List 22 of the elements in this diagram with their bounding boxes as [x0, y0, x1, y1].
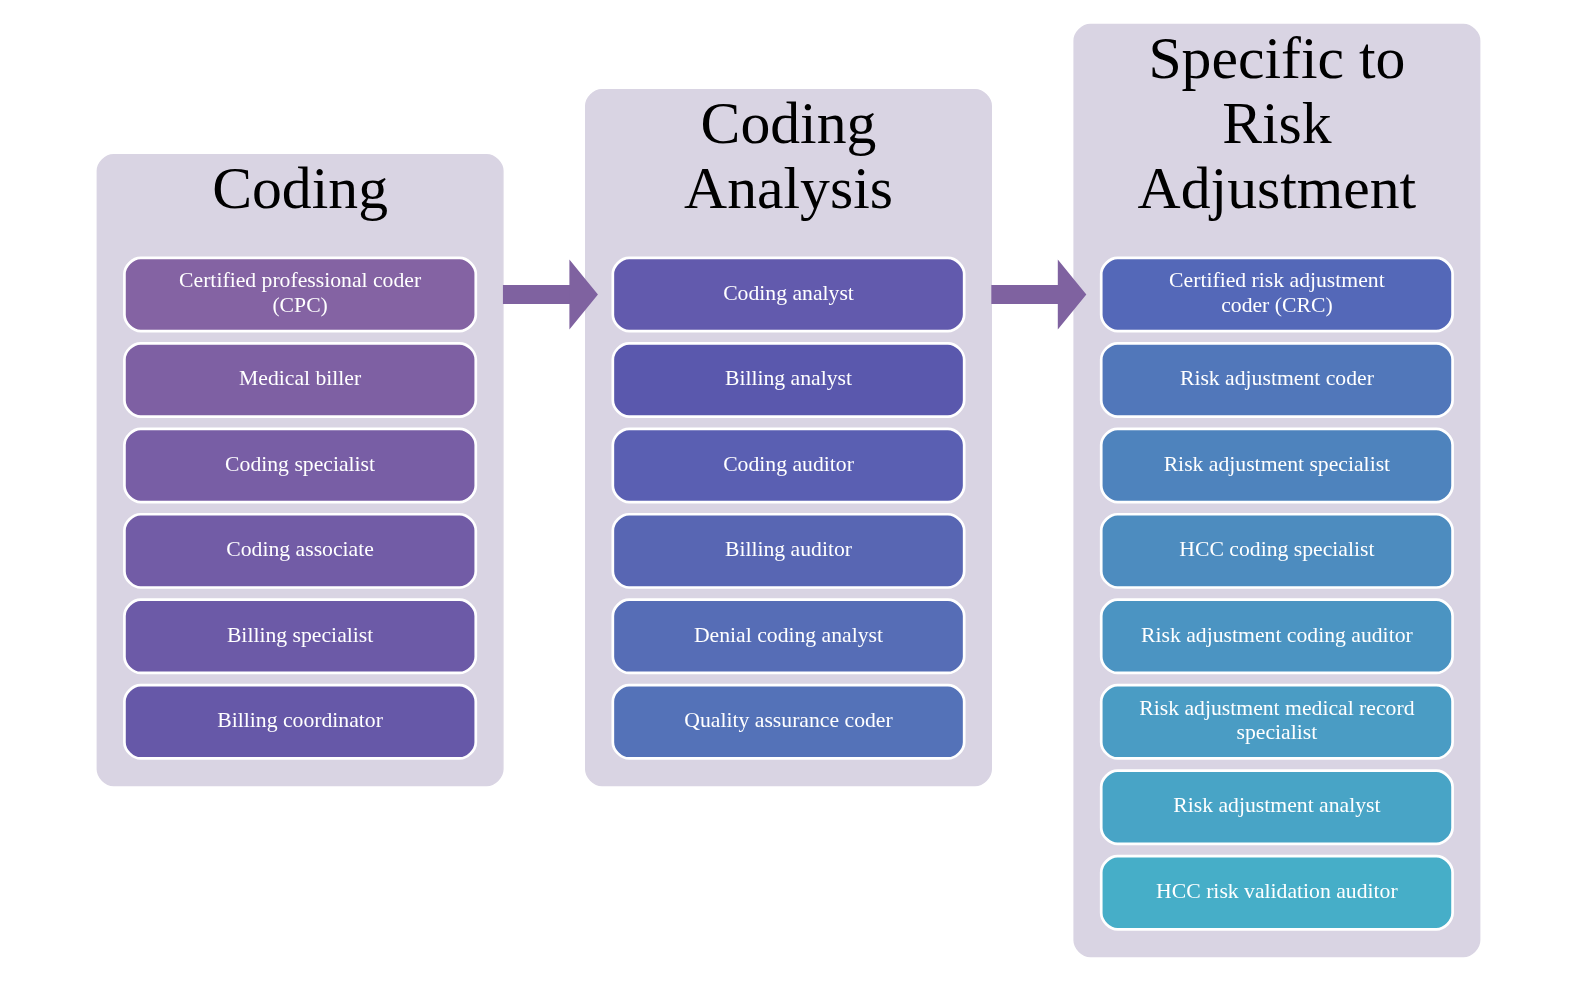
node-box: Risk adjustment analyst — [1099, 769, 1454, 846]
node-box: Quality assurance coder — [611, 683, 966, 760]
arrow — [991, 259, 1087, 330]
node-box: Coding analyst — [611, 256, 966, 333]
node-box: Coding associate — [123, 512, 478, 589]
node-box: Risk adjustment medical record specialist — [1099, 683, 1454, 760]
node-box: HCC risk validation auditor — [1099, 854, 1454, 931]
node-box: Risk adjustment coder — [1099, 341, 1454, 418]
node-box: Billing coordinator — [123, 683, 478, 760]
node-box: Coding auditor — [611, 427, 966, 504]
node-box: Billing specialist — [123, 598, 478, 675]
node-box: HCC coding specialist — [1099, 512, 1454, 589]
node-box: Billing auditor — [611, 512, 966, 589]
node-box: Billing analyst — [611, 341, 966, 418]
node-box: Certified risk adjustment coder (CRC) — [1099, 256, 1454, 333]
node-box: Risk adjustment coding auditor — [1099, 598, 1454, 675]
node-box: Certified professional coder (CPC) — [123, 256, 478, 333]
node-box: Coding specialist — [123, 427, 478, 504]
arrow — [502, 259, 598, 330]
node-box: Medical biller — [123, 341, 478, 418]
node-box: Risk adjustment specialist — [1099, 427, 1454, 504]
node-box: Denial coding analyst — [611, 598, 966, 675]
